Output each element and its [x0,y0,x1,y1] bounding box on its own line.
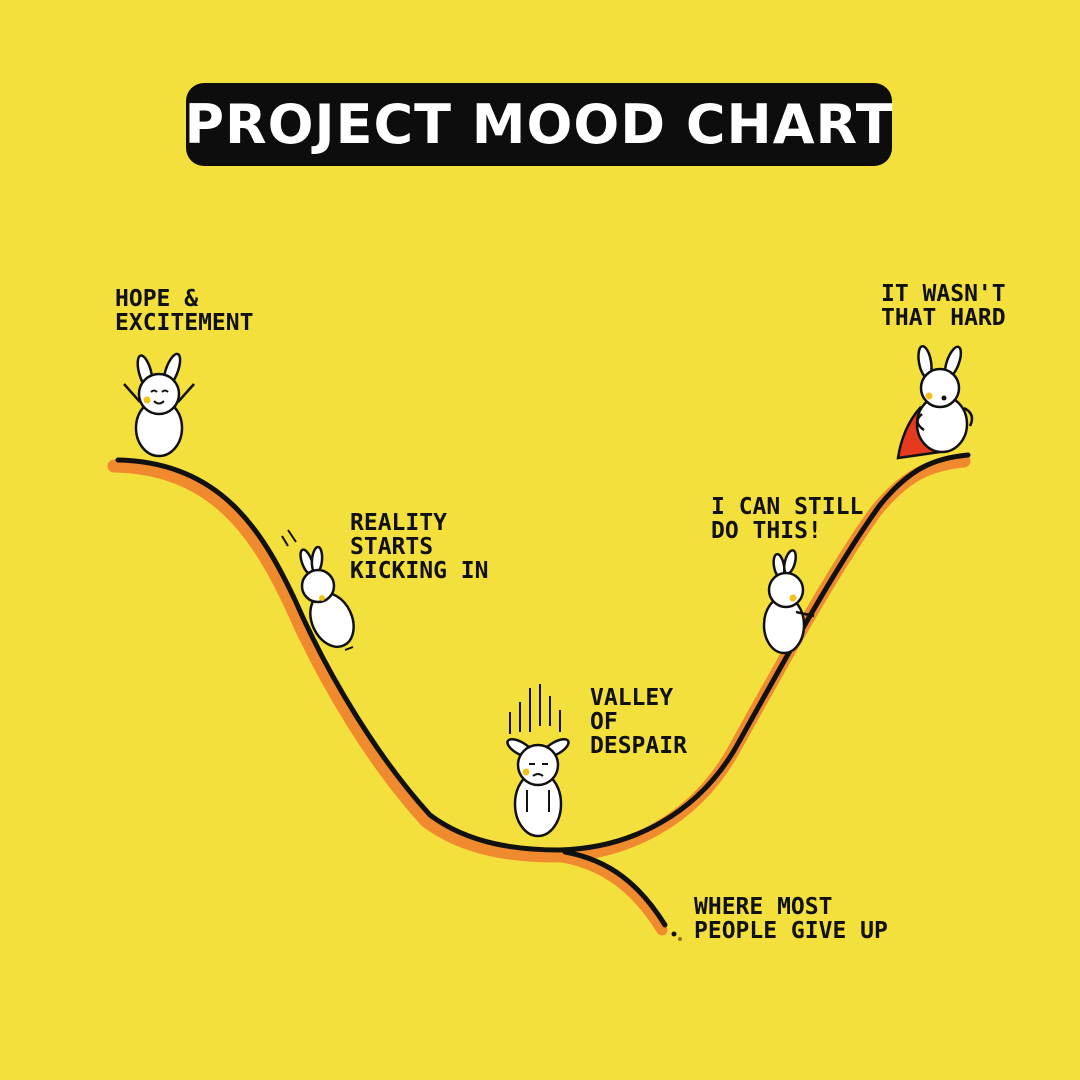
bunny-reality [281,529,355,651]
stage-label-valley: VALLEY OF DESPAIR [590,685,687,759]
stage-label-hope: HOPE & EXCITEMENT [115,286,254,336]
bunny-superhero [896,344,974,460]
giveup-branch-shadow [556,851,668,936]
giveup-branch [562,849,668,928]
bunny-hope [123,352,195,458]
title-banner: PROJECT MOOD CHART [184,83,894,166]
giveup-dot [671,931,677,937]
giveup-dot [678,937,682,941]
stage-label-still: I CAN STILL DO THIS! [711,494,864,544]
bunny-climbing [762,549,815,655]
page-title: PROJECT MOOD CHART [184,93,894,156]
mood-curve [115,452,971,853]
stage-label-giveup: WHERE MOST PEOPLE GIVE UP [694,894,888,944]
bunny-despair [506,684,570,838]
stage-label-wasnt: IT WASN'T THAT HARD [881,281,1006,331]
stage-label-reality: REALITY STARTS KICKING IN [350,510,489,584]
